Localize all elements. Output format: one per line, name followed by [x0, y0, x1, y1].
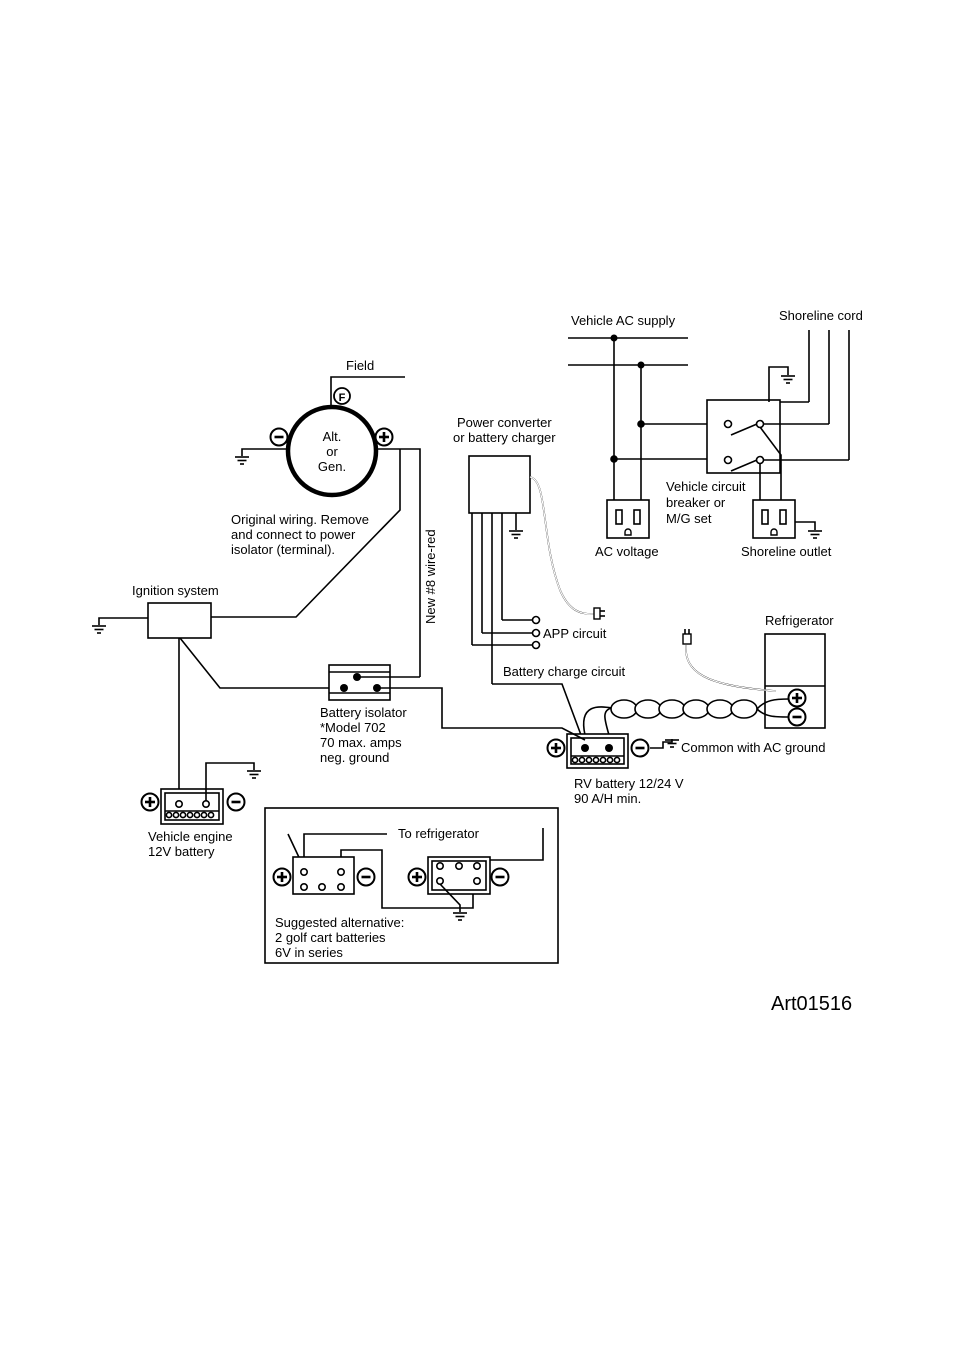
breaker-box	[706, 399, 781, 474]
field-label: Field	[346, 358, 374, 373]
battery-isolator-label-3: 70 max. amps	[320, 735, 402, 750]
plug-icon	[682, 629, 692, 645]
shoreline-cord-label: Shoreline cord	[779, 308, 863, 323]
ignition-system-label: Ignition system	[132, 583, 219, 598]
rv-battery-label-1: RV battery 12/24 V	[574, 776, 684, 791]
rv-battery-label-2: 90 A/H min.	[574, 791, 641, 806]
twisted-cable	[582, 698, 790, 736]
switch-icon	[723, 419, 765, 472]
battery-icon	[566, 733, 629, 769]
minus-terminal-icon	[356, 867, 376, 887]
minus-terminal-icon	[490, 867, 510, 887]
field-terminal-icon	[333, 387, 351, 405]
alt-label-1: Alt.	[323, 429, 342, 444]
shoreline-cord: Shoreline cord	[759, 308, 863, 500]
power-converter-label-1: Power converter	[457, 415, 552, 430]
plus-terminal-icon	[140, 792, 160, 812]
minus-terminal-icon	[630, 738, 650, 758]
ground-icon	[234, 456, 250, 465]
battery-charge-circuit-label: Battery charge circuit	[503, 664, 625, 679]
battery-isolator-label-1: Battery isolator	[320, 705, 407, 720]
vehicle-battery-label-1: Vehicle engine	[148, 829, 233, 844]
vehicle-circuit-breaker: Vehicle circuit breaker or M/G set	[666, 399, 781, 526]
original-wiring-note: Original wiring. Remove and connect to p…	[231, 512, 438, 624]
battery-isolator-label-2: *Model 702	[320, 720, 386, 735]
plus-terminal-icon	[787, 688, 807, 708]
field-terminal-label: F	[339, 392, 346, 404]
plug-icon	[593, 607, 605, 620]
ignition-system: Ignition system	[91, 583, 344, 806]
refrigerator-label: Refrigerator	[765, 613, 834, 628]
ground-icon	[807, 530, 823, 539]
vehicle-ac-supply-label: Vehicle AC supply	[571, 313, 676, 328]
shoreline-outlet-label: Shoreline outlet	[741, 544, 832, 559]
vehicle-battery-label-2: 12V battery	[148, 844, 215, 859]
terminal-icon	[531, 628, 541, 638]
minus-terminal-icon	[226, 792, 246, 812]
plus-terminal-icon	[272, 867, 292, 887]
ac-voltage-label: AC voltage	[595, 544, 659, 559]
vehicle-breaker-label-3: M/G set	[666, 511, 712, 526]
alternative-label-1: Suggested alternative:	[275, 915, 404, 930]
plus-terminal-icon	[546, 738, 566, 758]
shoreline-outlet: Shoreline outlet	[741, 499, 832, 559]
original-wiring-label-1: Original wiring. Remove	[231, 512, 369, 527]
ac-outlet-icon	[606, 499, 650, 539]
alternative-label-2: 2 golf cart batteries	[275, 930, 386, 945]
battery-isolator: Battery isolator *Model 702 70 max. amps…	[320, 664, 586, 765]
plus-terminal-icon	[374, 427, 394, 447]
original-wiring-label-2: and connect to power	[231, 527, 356, 542]
battery-icon	[292, 856, 355, 895]
art-number: Art01516	[771, 993, 852, 1015]
terminal-icon	[531, 640, 541, 650]
battery-icon	[160, 788, 224, 825]
battery-isolator-label-4: neg. ground	[320, 750, 389, 765]
alt-label-3: Gen.	[318, 459, 346, 474]
power-converter: Power converter or battery charger APP c…	[453, 415, 625, 736]
ac-voltage-outlet: AC voltage	[595, 499, 659, 559]
vehicle-breaker-label-2: breaker or	[666, 495, 726, 510]
alternative-label-3: 6V in series	[275, 945, 343, 960]
power-converter-label-2: or battery charger	[453, 430, 556, 445]
vehicle-breaker-label-1: Vehicle circuit	[666, 479, 746, 494]
original-wiring-label-3: isolator (terminal).	[231, 542, 335, 557]
ac-outlet-icon	[752, 499, 796, 539]
minus-terminal-icon	[787, 707, 807, 727]
common-ac-ground-label: Common with AC ground	[681, 740, 826, 755]
ground-icon	[508, 530, 524, 539]
vehicle-ac-supply: Vehicle AC supply	[568, 313, 728, 500]
alternator: Field F Alt. or Gen.	[211, 358, 421, 677]
suggested-alternative-panel: To refrigerator Suggested alternative	[264, 807, 559, 964]
battery-icon	[427, 856, 491, 895]
new-wire-label: New #8 wire-red	[423, 529, 438, 624]
ground-icon	[780, 375, 796, 384]
vehicle-engine-battery: Vehicle engine 12V battery	[140, 762, 262, 859]
rv-battery: Common with AC ground RV battery 12/24 V…	[546, 733, 826, 806]
plus-terminal-icon	[407, 867, 427, 887]
minus-terminal-icon	[269, 427, 289, 447]
to-refrigerator-label: To refrigerator	[398, 826, 480, 841]
refrigerator: Refrigerator	[682, 613, 834, 729]
app-circuit-label: APP circuit	[543, 626, 607, 641]
ground-icon	[91, 625, 107, 634]
alt-label-2: or	[326, 444, 338, 459]
terminal-icon	[531, 615, 541, 625]
ground-icon	[246, 770, 262, 779]
